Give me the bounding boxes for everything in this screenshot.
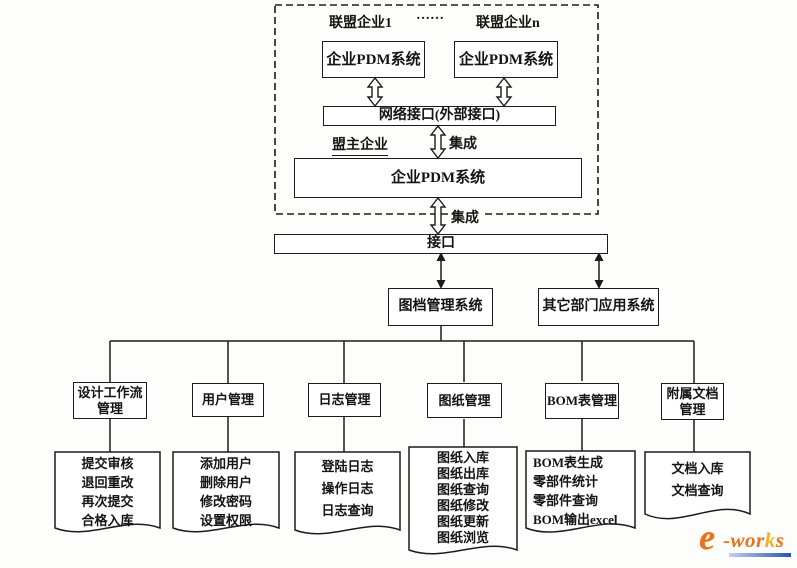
branch-box-design-workflow: 设计工作流 管理 [73, 382, 147, 419]
branch-label-line: 设计工作流 [77, 384, 143, 400]
tree-connector-lines [109, 326, 695, 452]
doc-item: 图纸入库 [436, 450, 489, 465]
leader-enterprise-label: 盟主企业 [332, 134, 388, 156]
doc-item: 图纸修改 [436, 498, 489, 513]
doc-item: 再次提交 [81, 494, 134, 509]
doc-item: 操作日志 [321, 481, 374, 496]
integration-upper-label: 集成 [449, 137, 477, 152]
network-interface-box: 网络接口(外部接口) [323, 106, 556, 126]
e-works-logo-wor: -wor [723, 528, 765, 552]
branch-label-line: BOM表管理 [546, 393, 618, 408]
branch-box-bom-mgmt: BOM表管理 [545, 383, 619, 419]
branch-box-log-mgmt: 日志管理 [308, 383, 381, 417]
doc-item: 退回重改 [81, 475, 134, 490]
branch-box-drawing-mgmt: 图纸管理 [427, 383, 502, 418]
leader-pdm-system-box: 企业PDM系统 [294, 158, 582, 198]
doc-item: 零部件统计 [533, 474, 599, 489]
document-shape-bom [525, 450, 636, 533]
ellipsis-label: …… [416, 8, 444, 23]
block-arrow-integration-lower-icon [429, 196, 447, 236]
doc-items-design-workflow: 提交审核 退回重改 再次提交 合格入库 [55, 454, 160, 530]
e-works-logo: e -works [699, 517, 795, 564]
branch-label-line: 用户管理 [201, 392, 254, 407]
doc-items-bom-mgmt: BOM表生成 零部件统计 零部件查询 BOM输出excel [526, 453, 635, 529]
document-shape-attach-doc [644, 451, 751, 520]
alliance-enterprise-1-label: 联盟企业1 [329, 16, 392, 31]
branch-box-attach-doc-mgmt: 附属文档 管理 [661, 383, 724, 420]
doc-item: 文档入库 [671, 461, 724, 476]
document-shape-workflow [54, 451, 161, 533]
other-dept-system-box: 其它部门应用系统 [538, 288, 659, 326]
doc-item: 文档查询 [671, 483, 724, 498]
doc-item: 设置权限 [199, 513, 252, 528]
doc-items-attach-doc-mgmt: 文档入库 文档查询 [645, 458, 750, 502]
doc-items-user-mgmt: 添加用户 删除用户 修改密码 设置权限 [173, 454, 279, 530]
doc-item: BOM表生成 [533, 455, 604, 470]
document-shape-drawing [408, 446, 518, 555]
branch-label-line: 附属文档 [666, 385, 719, 401]
thin-arrow-doc-mgmt-icon [436, 252, 446, 289]
alliance-enterprise-n-label: 联盟企业n [476, 16, 540, 31]
doc-item: 图纸出库 [436, 466, 489, 481]
branch-label-line: 管理 [679, 401, 706, 417]
doc-item: 提交审核 [81, 456, 134, 471]
doc-items-drawing-mgmt: 图纸入库 图纸出库 图纸查询 图纸修改 图纸更新 图纸浏览 [409, 450, 517, 546]
e-works-logo-underline [729, 553, 791, 557]
e-works-logo-text: -works [723, 528, 784, 553]
interface-bar-box: 接口 [274, 234, 608, 254]
doc-item: 登陆日志 [321, 459, 374, 474]
document-shape-user [172, 451, 280, 533]
integration-lower-label: 集成 [449, 207, 481, 227]
e-works-logo-k: k [764, 528, 776, 552]
doc-mgmt-system-box: 图档管理系统 [388, 288, 493, 326]
branch-label-line: 图纸管理 [438, 392, 491, 408]
doc-item: 图纸浏览 [436, 530, 489, 545]
pdm-system-box-left: 企业PDM系统 [322, 41, 425, 78]
doc-item: 零部件查询 [533, 493, 599, 508]
e-works-logo-e-icon: e [699, 517, 715, 557]
block-arrow-integration-upper-icon [429, 124, 447, 160]
pdm-system-box-right: 企业PDM系统 [454, 41, 558, 78]
doc-item: BOM输出excel [533, 512, 618, 527]
block-arrow-pdm-left-icon [366, 76, 384, 108]
doc-item: 删除用户 [199, 475, 252, 490]
doc-item: 图纸更新 [436, 514, 489, 529]
doc-item: 修改密码 [199, 494, 252, 509]
doc-item: 合格入库 [81, 513, 134, 528]
document-shape-log [294, 451, 401, 535]
doc-items-log-mgmt: 登陆日志 操作日志 日志查询 [295, 456, 400, 522]
branch-label-line: 管理 [96, 400, 123, 416]
branch-label-line: 日志管理 [318, 392, 371, 407]
doc-item: 图纸查询 [436, 482, 489, 497]
thin-arrow-other-dept-icon [594, 252, 604, 289]
block-arrow-pdm-right-icon [495, 76, 513, 108]
e-works-logo-s: s [775, 528, 785, 552]
doc-item: 添加用户 [199, 456, 252, 471]
branch-box-user-mgmt: 用户管理 [192, 383, 264, 417]
doc-item: 日志查询 [321, 503, 374, 518]
